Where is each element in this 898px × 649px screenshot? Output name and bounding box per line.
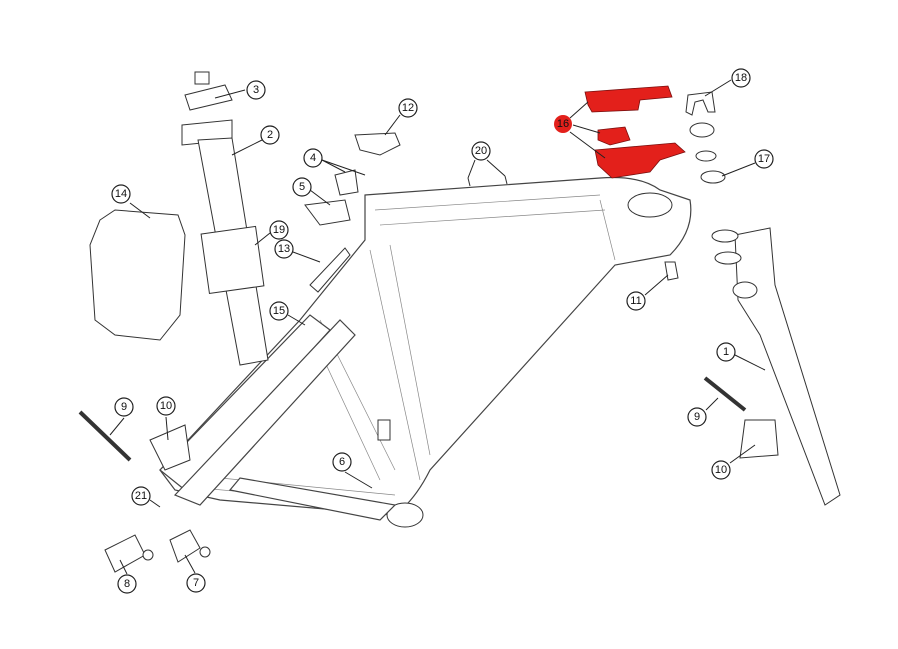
seat-clamp — [184, 71, 233, 111]
callout-9-right: 9 — [687, 407, 707, 427]
svg-text:3: 3 — [253, 84, 259, 96]
callout-10-left: 10 — [156, 396, 176, 416]
svg-text:18: 18 — [735, 72, 747, 84]
callout-13: 13 — [274, 239, 294, 259]
callout-3: 3 — [246, 80, 266, 100]
callout-18: 18 — [731, 68, 751, 88]
highlighted-part-16 — [584, 85, 686, 179]
svg-text:9: 9 — [694, 411, 700, 423]
svg-text:10: 10 — [160, 400, 172, 412]
svg-text:16: 16 — [557, 118, 569, 130]
callout-7: 7 — [186, 573, 206, 593]
storage-box — [89, 209, 186, 341]
svg-text:11: 11 — [630, 295, 641, 307]
svg-text:12: 12 — [402, 102, 414, 114]
svg-text:6: 6 — [339, 456, 345, 468]
svg-text:2: 2 — [267, 129, 273, 141]
svg-text:15: 15 — [273, 305, 285, 317]
callout-14: 14 — [111, 184, 131, 204]
headset-parts — [685, 91, 742, 265]
seat-post — [181, 119, 269, 366]
main-frame — [159, 176, 692, 528]
callout-8: 8 — [117, 574, 137, 594]
small-parts — [78, 175, 779, 573]
svg-text:5: 5 — [299, 181, 305, 193]
svg-text:13: 13 — [278, 243, 290, 255]
callout-10-right: 10 — [711, 460, 731, 480]
svg-text:21: 21 — [135, 490, 147, 502]
part-4 — [334, 169, 359, 196]
callout-6: 6 — [332, 452, 352, 472]
svg-text:1: 1 — [723, 346, 729, 358]
callout-20: 20 — [471, 141, 491, 161]
svg-text:14: 14 — [115, 188, 127, 200]
callout-11: 11 — [626, 291, 646, 311]
callout-1: 1 — [716, 342, 736, 362]
svg-text:4: 4 — [310, 152, 316, 164]
callout-19: 19 — [269, 220, 289, 240]
cap-part-12 — [354, 132, 401, 156]
leader-lines — [109, 79, 766, 575]
part-5 — [304, 199, 351, 226]
part-13 — [309, 247, 351, 293]
callout-16: 16 — [554, 115, 572, 133]
svg-text:19: 19 — [273, 224, 285, 236]
svg-text:17: 17 — [758, 153, 770, 165]
svg-text:10: 10 — [715, 464, 727, 476]
fork — [732, 227, 841, 506]
callout-5: 5 — [292, 177, 312, 197]
callout-15: 15 — [269, 301, 289, 321]
svg-text:20: 20 — [475, 145, 487, 157]
svg-text:8: 8 — [124, 578, 130, 590]
callout-12: 12 — [398, 98, 418, 118]
callout-9-left: 9 — [114, 397, 134, 417]
callout-21: 21 — [131, 486, 151, 506]
svg-text:7: 7 — [193, 577, 199, 589]
callout-17: 17 — [754, 149, 774, 169]
svg-text:9: 9 — [121, 401, 127, 413]
callout-4: 4 — [303, 148, 323, 168]
callout-2: 2 — [260, 125, 280, 145]
